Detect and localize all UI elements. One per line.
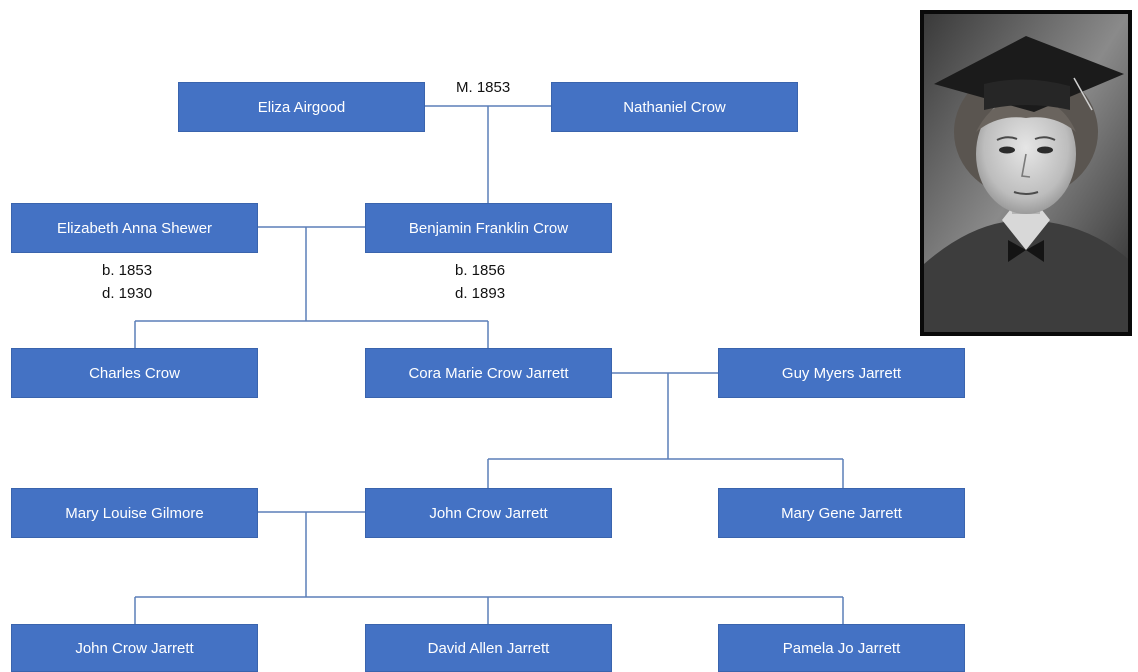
person-box-mary-louise-gilmore[interactable]: Mary Louise Gilmore	[11, 488, 258, 538]
person-box-john-crow-jarrett-jr[interactable]: John Crow Jarrett	[11, 624, 258, 672]
portrait-photo	[920, 10, 1132, 336]
person-box-john-crow-jarrett[interactable]: John Crow Jarrett	[365, 488, 612, 538]
benjamin-death-date: d. 1893	[455, 285, 506, 302]
person-box-eliza-airgood[interactable]: Eliza Airgood	[178, 82, 425, 132]
person-box-elizabeth-anna-shewer[interactable]: Elizabeth Anna Shewer	[11, 203, 258, 253]
portrait-photo-icon	[924, 14, 1128, 332]
person-box-benjamin-franklin-crow[interactable]: Benjamin Franklin Crow	[365, 203, 612, 253]
person-box-charles-crow[interactable]: Charles Crow	[11, 348, 258, 398]
person-box-guy-myers-jarrett[interactable]: Guy Myers Jarrett	[718, 348, 965, 398]
person-box-cora-marie-crow-jarrett[interactable]: Cora Marie Crow Jarrett	[365, 348, 612, 398]
person-box-david-allen-jarrett[interactable]: David Allen Jarrett	[365, 624, 612, 672]
person-box-mary-gene-jarrett[interactable]: Mary Gene Jarrett	[718, 488, 965, 538]
person-box-nathaniel-crow[interactable]: Nathaniel Crow	[551, 82, 798, 132]
person-box-pamela-jo-jarrett[interactable]: Pamela Jo Jarrett	[718, 624, 965, 672]
elizabeth-birth-date: b. 1853	[102, 262, 153, 279]
marriage-year-label: M. 1853	[456, 79, 511, 96]
benjamin-birth-date: b. 1856	[455, 262, 506, 279]
elizabeth-death-date: d. 1930	[102, 285, 153, 302]
